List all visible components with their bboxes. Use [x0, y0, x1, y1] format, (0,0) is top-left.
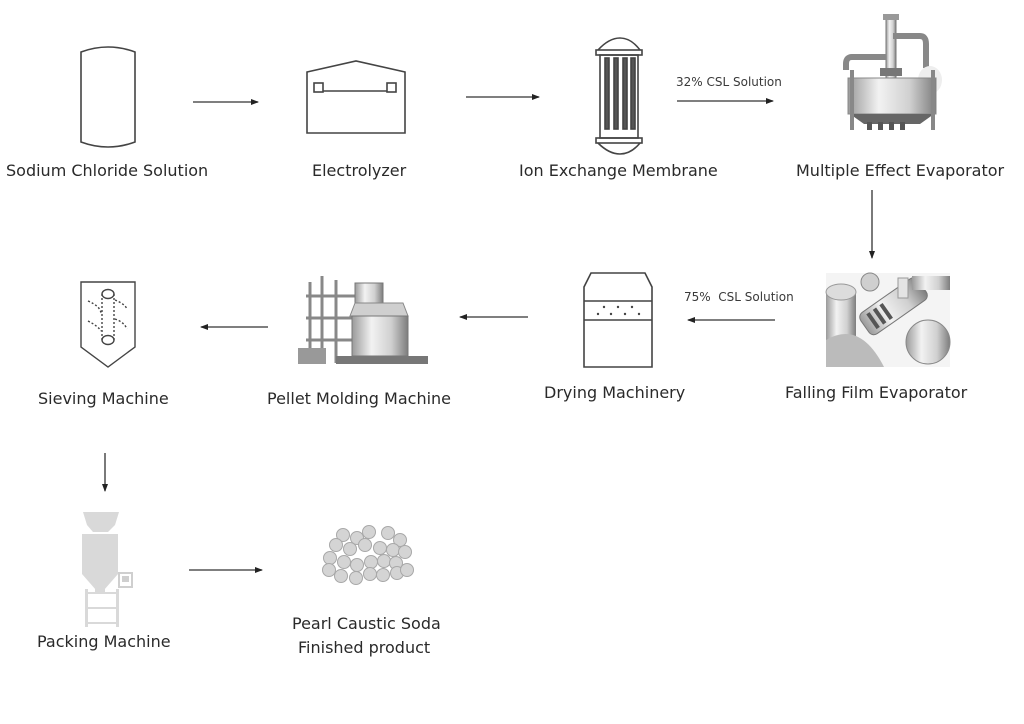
pearl — [343, 542, 357, 556]
pearl — [373, 541, 387, 555]
pearl — [350, 558, 364, 572]
pearl — [323, 551, 337, 565]
pearl — [398, 545, 412, 559]
membrane-column-icon — [595, 37, 643, 155]
evaporator-vessel-icon — [843, 14, 942, 130]
pearl — [358, 538, 372, 552]
pearl — [337, 555, 351, 569]
pearl — [336, 528, 350, 542]
edge-label-32-csl: 32% CSL Solution — [676, 75, 782, 89]
pearl — [393, 533, 407, 547]
pearl — [364, 555, 378, 569]
packing-machine-icon — [82, 512, 133, 627]
pearl — [400, 563, 414, 577]
node-label-drying: Drying Machinery — [544, 383, 686, 402]
pearl — [363, 567, 377, 581]
pearl — [334, 569, 348, 583]
pearl — [362, 525, 376, 539]
pellet-tower-icon — [298, 276, 428, 364]
pearl — [377, 554, 391, 568]
edge-label-75-csl: 75% CSL Solution — [684, 290, 794, 304]
pearl — [349, 571, 363, 585]
pearl — [386, 543, 400, 557]
pearl — [381, 526, 395, 540]
pearl — [322, 563, 336, 577]
node-label-sodium-chloride: Sodium Chloride Solution — [6, 161, 209, 180]
node-label-finished-line2: Finished product — [298, 638, 431, 657]
falling-film-evaporator-icon — [825, 272, 951, 367]
tank-icon — [80, 46, 136, 148]
sieve-icon — [80, 281, 136, 368]
node-label-sieving: Sieving Machine — [38, 389, 169, 408]
node-label-multiple-effect: Multiple Effect Evaporator — [796, 161, 1005, 180]
node-label-electrolyzer: Electrolyzer — [312, 161, 407, 180]
node-label-packing: Packing Machine — [37, 632, 171, 651]
node-label-pellet-molding: Pellet Molding Machine — [267, 389, 452, 408]
dryer-icon — [583, 272, 653, 368]
pearls-icon — [322, 525, 414, 585]
node-label-finished-line1: Pearl Caustic Soda — [292, 614, 441, 633]
electrolyzer-icon — [306, 60, 406, 134]
node-label-falling-film: Falling Film Evaporator — [785, 383, 968, 402]
pearl — [376, 568, 390, 582]
node-label-ion-exchange: Ion Exchange Membrane — [519, 161, 718, 180]
pearl — [329, 538, 343, 552]
